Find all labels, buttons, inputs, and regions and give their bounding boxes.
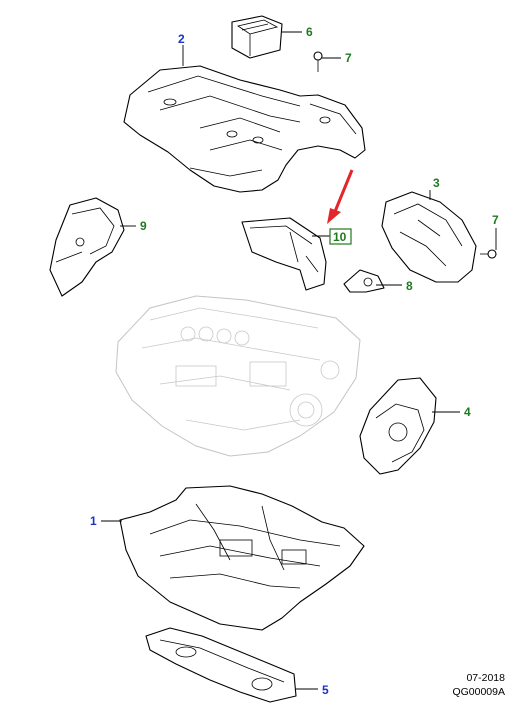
part-3-side-cover (381, 191, 477, 283)
callout-4: 4 (464, 405, 471, 419)
callouts: 1 2 3 4 5 6 7 7 8 9 10 (90, 25, 499, 697)
part-4-shield (359, 377, 437, 475)
part-10-bracket (241, 217, 327, 291)
callout-9: 9 (140, 219, 147, 233)
callout-6: 6 (306, 25, 313, 39)
part-7-screw-top (313, 51, 323, 72)
part-9-heat-shield (49, 197, 125, 297)
callout-8: 8 (406, 279, 413, 293)
callout-10-box (329, 228, 352, 245)
highlight-arrow (327, 169, 354, 224)
part-8-clip (343, 269, 385, 293)
part-5-pad (145, 627, 297, 703)
footer-code: QG00009A (452, 686, 505, 698)
leader-lines (101, 31, 497, 690)
footer-date: 07-2018 (466, 672, 505, 684)
callout-7-top: 7 (345, 51, 352, 65)
callout-1: 1 (90, 514, 97, 528)
callout-7-right: 7 (492, 213, 499, 227)
callout-5: 5 (322, 683, 329, 697)
part-6-duct (231, 15, 283, 59)
callout-2: 2 (178, 32, 185, 46)
part-7-screw-right (480, 249, 497, 259)
callout-10: 10 (333, 230, 347, 244)
part-2-engine-cover (123, 65, 366, 193)
callout-3: 3 (433, 176, 440, 190)
part-1-undertray (119, 485, 365, 631)
ghost-engine (115, 295, 361, 457)
